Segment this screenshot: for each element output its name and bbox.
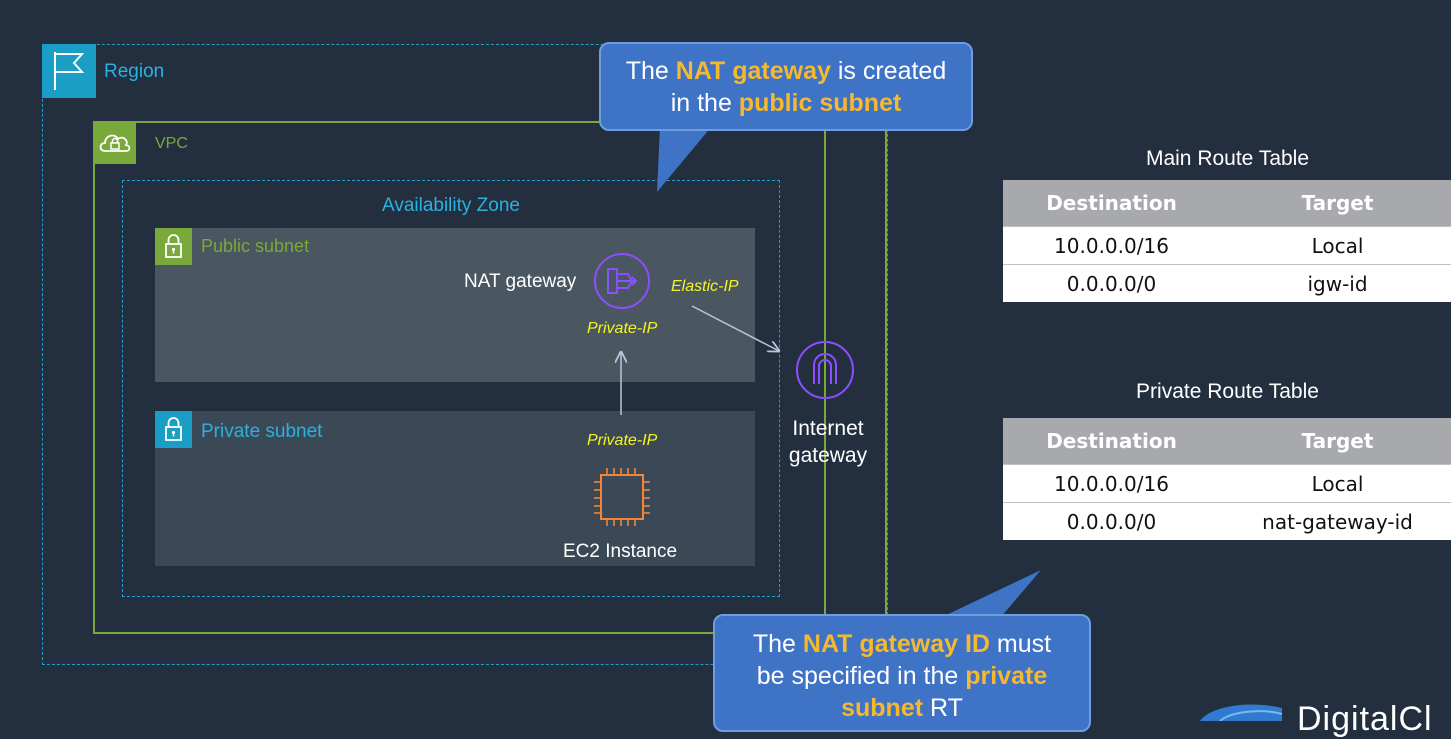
cloud-lock-icon: [99, 134, 131, 152]
flag-icon: [54, 52, 85, 90]
top-callout-tail: [657, 126, 712, 192]
callout-text: in the: [670, 89, 739, 117]
ec2-instance-label: EC2 Instance: [563, 541, 678, 562]
private-route-table-title: Private Route Table: [1136, 380, 1319, 403]
table-row: 10.0.0.0/16 Local: [1003, 464, 1451, 503]
diagram-lines: [824, 121, 826, 634]
target-cell: nat-gateway-id: [1220, 502, 1451, 540]
lock-icon: [165, 234, 182, 258]
public-subnet-icon-box: [155, 228, 192, 265]
availability-zone-label: Availability Zone: [381, 195, 520, 216]
vpc-icon-box: [93, 121, 136, 164]
callout-bottom-line1: The NAT gateway ID must: [715, 628, 1089, 660]
column-header-target: Target: [1220, 180, 1451, 227]
nat-private-ip-label: Private-IP: [587, 320, 658, 337]
table-row: 0.0.0.0/0 nat-gateway-id: [1003, 502, 1451, 540]
callout-text: is created: [830, 57, 947, 85]
callout-text: be specified in the: [756, 662, 966, 690]
nat-public-subnet-callout: The NAT gateway is created in the public…: [599, 42, 973, 131]
callout-highlight: public subnet: [738, 89, 902, 117]
table-header-row: Destination Target: [1003, 180, 1451, 227]
region-label: Region: [104, 61, 165, 82]
column-header-target: Target: [1220, 418, 1451, 465]
target-cell: igw-id: [1220, 264, 1451, 302]
public-subnet: [155, 228, 755, 382]
igw-label-line1: Internet: [792, 417, 864, 440]
table-row: 10.0.0.0/16 Local: [1003, 226, 1451, 265]
vpc-boundary: [93, 121, 887, 634]
callout-bottom-line2: be specified in the private: [715, 660, 1089, 692]
private-subnet-icon-box: [155, 411, 192, 448]
region-icon-box: [42, 44, 96, 98]
callout-highlight: NAT gateway ID: [802, 630, 990, 658]
callout-highlight: NAT gateway: [675, 57, 831, 85]
private-subnet: [155, 411, 755, 566]
callout-text: RT: [923, 694, 963, 722]
destination-cell: 0.0.0.0/0: [1003, 502, 1220, 540]
callout-text: The: [625, 57, 676, 85]
column-header-destination: Destination: [1003, 180, 1220, 227]
destination-cell: 10.0.0.0/16: [1003, 464, 1220, 503]
internet-gateway-label: Internet gateway: [778, 415, 878, 469]
region-boundary: [42, 44, 888, 665]
flow-arrows: [0, 305, 1451, 415]
ec2-chip-icon: [594, 468, 650, 526]
nat-gateway-icon: [594, 253, 650, 309]
destination-cell: 10.0.0.0/16: [1003, 226, 1220, 265]
main-route-table-title: Main Route Table: [1145, 147, 1310, 170]
vpc-label: VPC: [155, 135, 188, 152]
destination-cell: 0.0.0.0/0: [1003, 264, 1220, 302]
ec2-private-ip-label: Private-IP: [587, 432, 658, 449]
availability-zone-boundary: [122, 180, 780, 597]
igw-label-line2: gateway: [788, 444, 868, 467]
nat-to-igw-arrow: [691, 305, 779, 351]
main-route-table: Destination Target 10.0.0.0/16 Local 0.0…: [1003, 180, 1451, 302]
callout-text: must: [989, 630, 1052, 658]
logo-icon: [1200, 704, 1283, 721]
column-header-destination: Destination: [1003, 418, 1220, 465]
table-header-row: Destination Target: [1003, 418, 1451, 465]
internet-gateway-icon: [796, 341, 854, 399]
logo-text: DigitalCl: [1297, 700, 1433, 738]
callout-text: The: [752, 630, 803, 658]
private-route-table: Destination Target 10.0.0.0/16 Local 0.0…: [1003, 418, 1451, 540]
elastic-ip-label: Elastic-IP: [671, 278, 739, 295]
nat-id-private-rt-callout: The NAT gateway ID must be specified in …: [713, 614, 1091, 732]
table-row: 0.0.0.0/0 igw-id: [1003, 264, 1451, 302]
private-subnet-label: Private subnet: [201, 421, 323, 442]
public-subnet-label: Public subnet: [201, 236, 310, 256]
bottom-callout-tail: [940, 570, 1041, 618]
callout-bottom-line3: subnet RT: [715, 692, 1089, 724]
callout-top-line1: The NAT gateway is created: [601, 55, 971, 87]
callout-highlight: subnet: [841, 694, 924, 722]
target-cell: Local: [1220, 226, 1451, 265]
callout-highlight: private: [965, 662, 1048, 690]
nat-gateway-label: NAT gateway: [464, 271, 577, 292]
callout-tails: [657, 126, 1041, 618]
lock-icon: [165, 417, 182, 441]
target-cell: Local: [1220, 464, 1451, 503]
callout-top-line2: in the public subnet: [601, 87, 971, 119]
